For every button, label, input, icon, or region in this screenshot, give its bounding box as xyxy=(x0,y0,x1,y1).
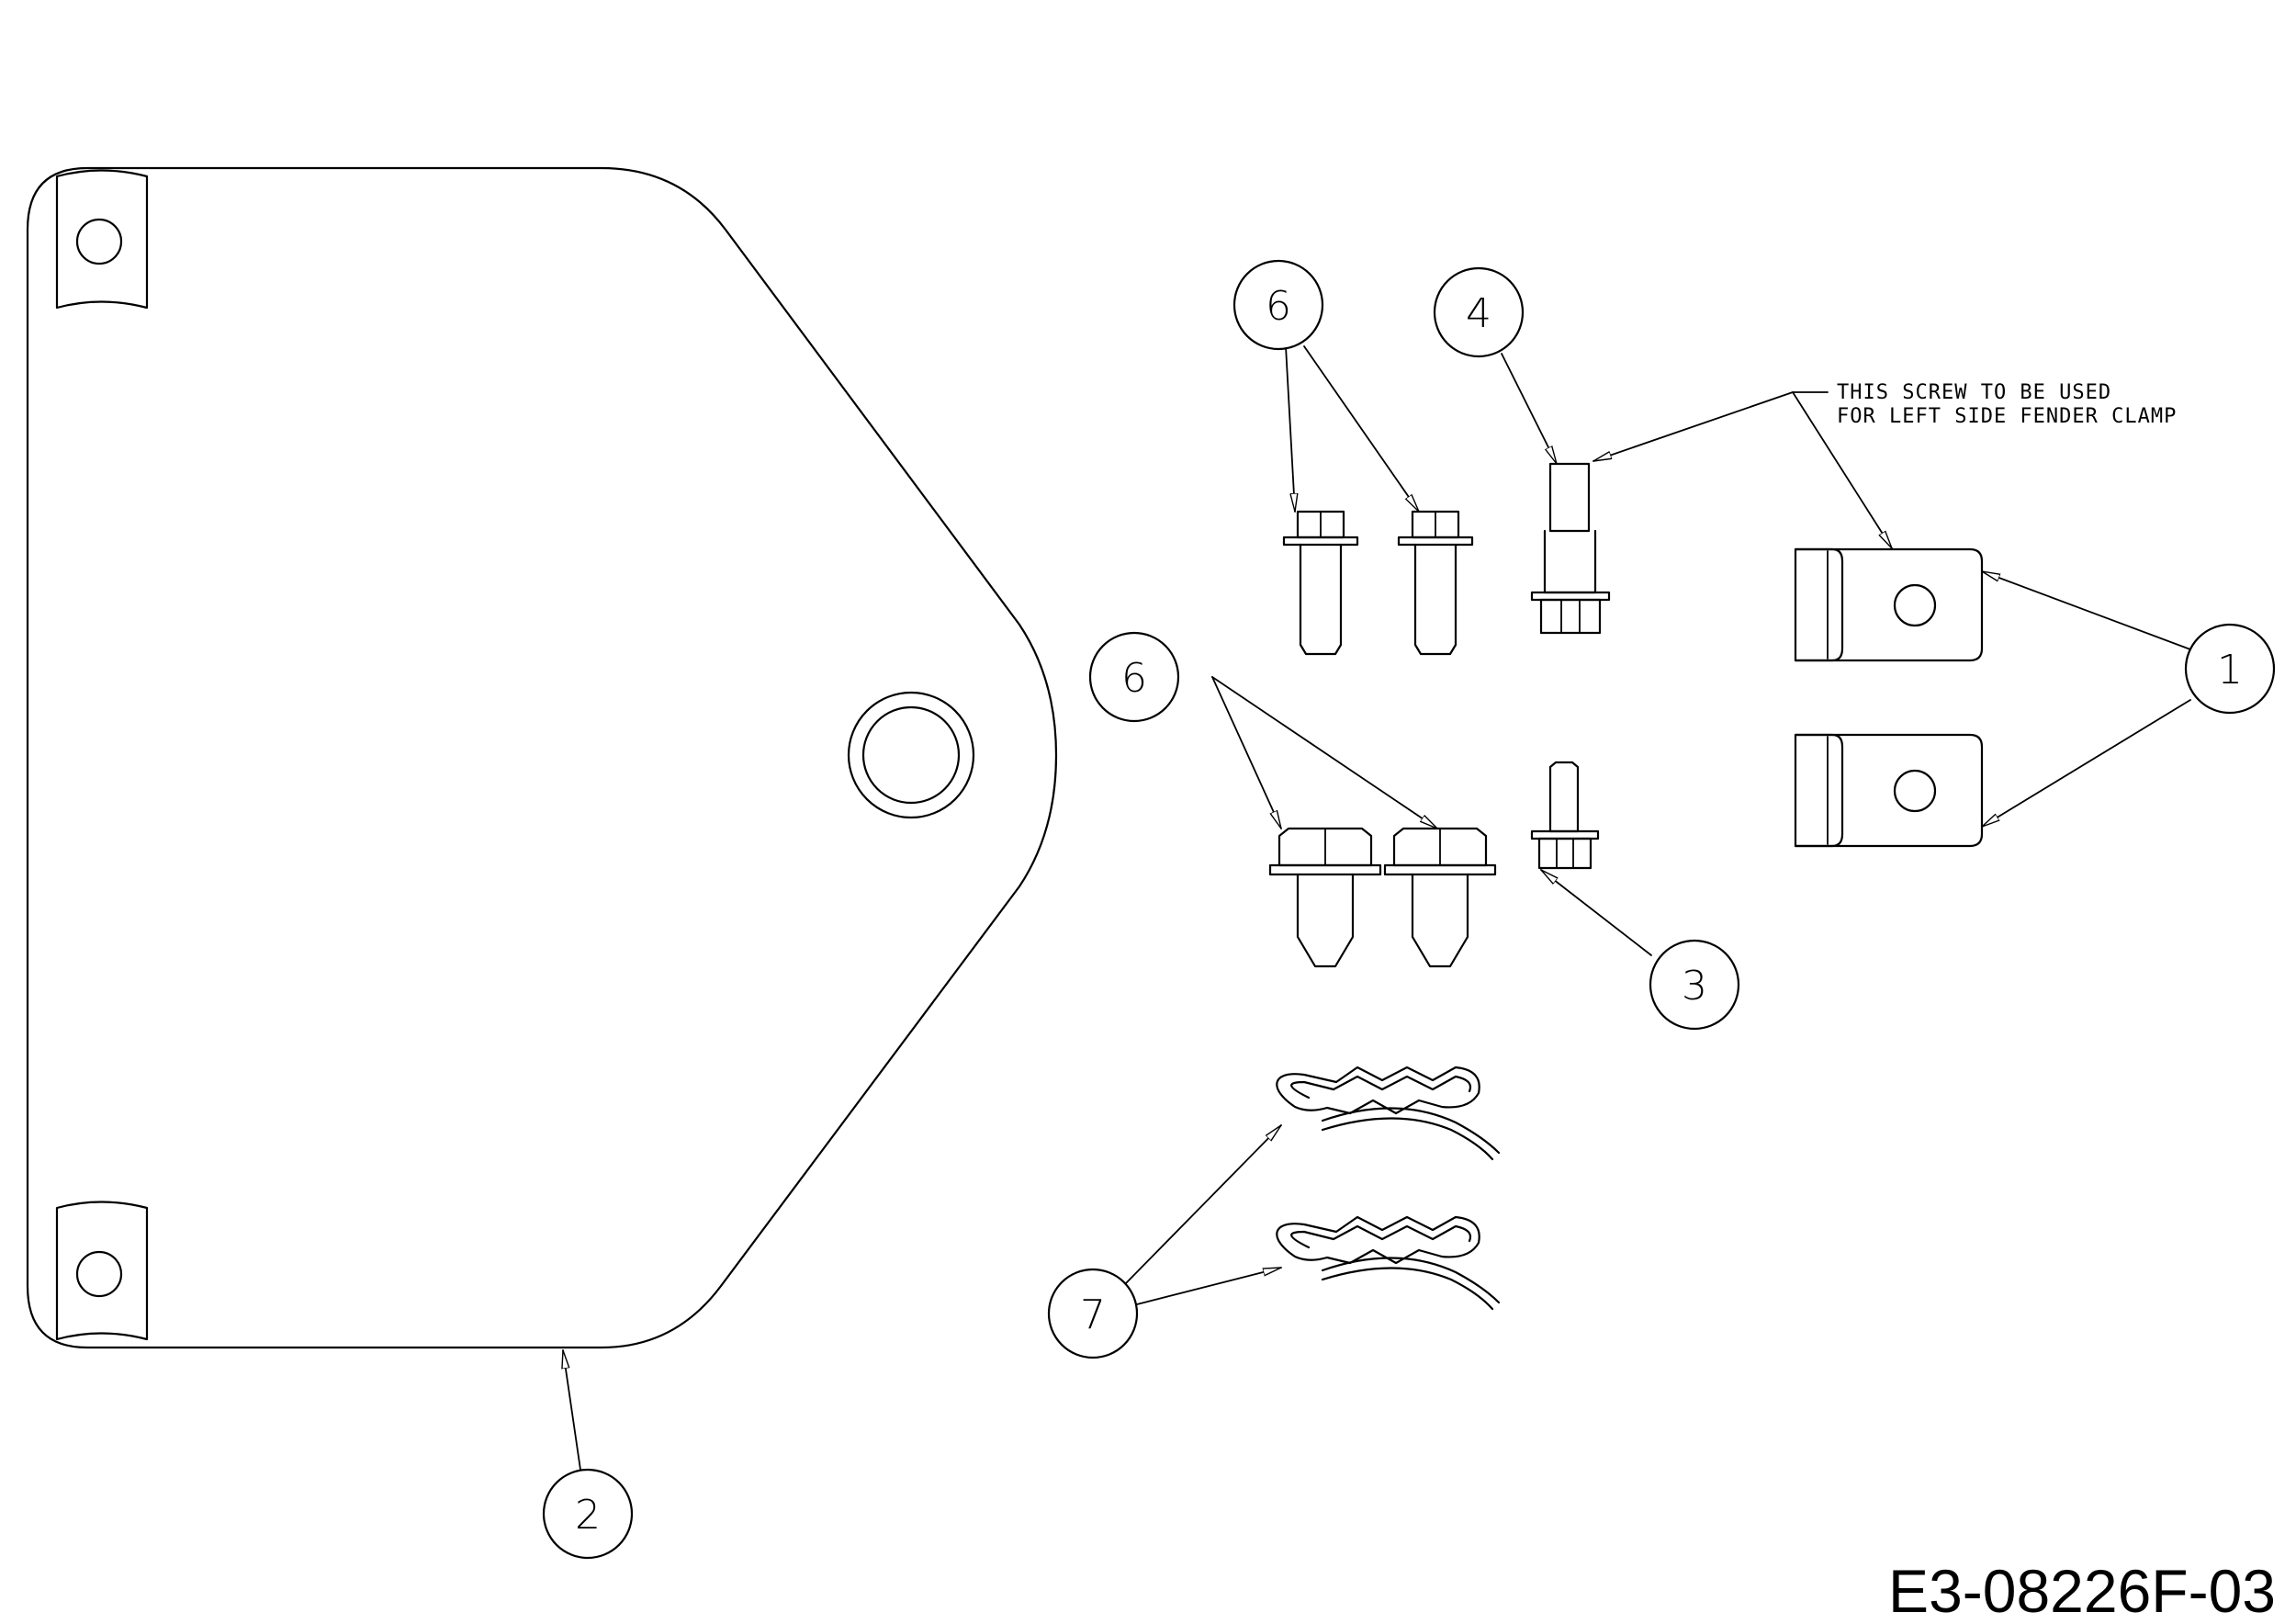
callout-2-label: 2 xyxy=(575,1492,601,1539)
clamp-upper xyxy=(1794,547,1984,662)
bolt-upper-2 xyxy=(1397,510,1474,656)
callout-3: 3 xyxy=(1649,939,1740,1031)
callout-7-label: 7 xyxy=(1080,1291,1106,1338)
fender-clamp-note: THIS SCREW TO BE USED FOR LEFT SIDE FEND… xyxy=(1837,381,2177,428)
callout-6-upper: 6 xyxy=(1232,259,1324,351)
small-screw xyxy=(1530,761,1600,870)
shoulder-screw xyxy=(1530,462,1611,635)
callout-1: 1 xyxy=(2184,623,2276,715)
upper-mounting-tab xyxy=(55,169,149,310)
cover-plate xyxy=(26,166,1058,1349)
clamp-lower xyxy=(1794,733,1984,848)
callout-6-lower-label: 6 xyxy=(1121,655,1147,702)
callout-3-label: 3 xyxy=(1682,963,1707,1009)
lower-mounting-tab xyxy=(55,1201,149,1341)
bolt-lower-1 xyxy=(1268,827,1382,968)
callout-6-lower: 6 xyxy=(1088,631,1180,723)
note-line-2: FOR LEFT SIDE FENDER CLAMP xyxy=(1837,405,2177,428)
note-line-1: THIS SCREW TO BE USED xyxy=(1837,381,2111,404)
callout-4-label: 4 xyxy=(1466,290,1491,337)
bolt-lower-2 xyxy=(1383,827,1497,968)
callout-1-label: 1 xyxy=(2217,647,2243,694)
callout-7: 7 xyxy=(1047,1268,1139,1359)
hair-pin-clip-lower xyxy=(1276,1215,1501,1311)
bolt-upper-1 xyxy=(1282,510,1359,656)
drawing-number: E3-08226F-03 xyxy=(1888,1557,2276,1624)
hair-pin-clip-upper xyxy=(1276,1066,1501,1161)
cover-center-hole xyxy=(847,691,975,819)
callout-6-upper-label: 6 xyxy=(1266,283,1291,330)
callout-2: 2 xyxy=(542,1468,634,1560)
leader-lines xyxy=(563,345,2191,1471)
callout-4: 4 xyxy=(1433,266,1525,358)
